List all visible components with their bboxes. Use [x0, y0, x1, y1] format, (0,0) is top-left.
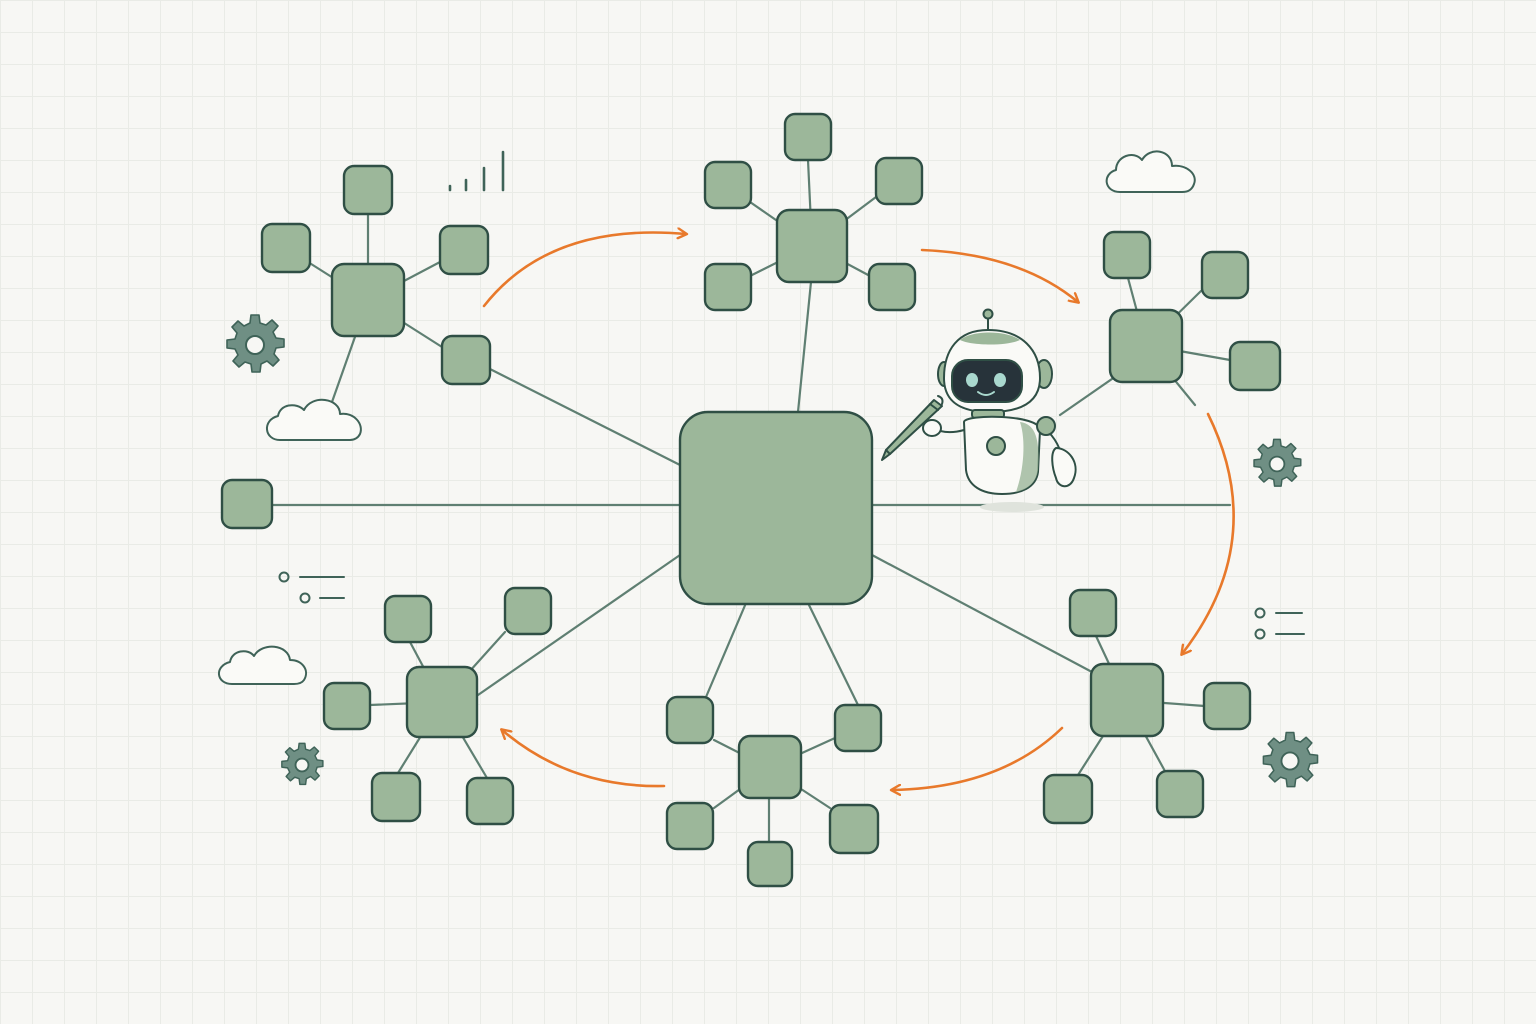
satellite-node[interactable]	[1155, 769, 1205, 819]
satellite-node[interactable]	[503, 586, 553, 636]
satellite-node[interactable]	[665, 801, 715, 851]
satellite-node[interactable]	[1042, 773, 1094, 825]
edge-hub-bottom-center-b	[806, 601, 860, 707]
satellite-node[interactable]	[833, 703, 883, 753]
clouds	[218, 150, 1196, 685]
flow-arrow-right-to-bottom-right	[1182, 412, 1235, 654]
satellite-node[interactable]	[1228, 340, 1282, 392]
cluster-hub-node[interactable]	[330, 262, 406, 338]
satellite-node[interactable]	[370, 771, 422, 823]
central-hub-node[interactable]	[678, 410, 874, 606]
flow-arrow-bottom-right-to-bottom-center	[892, 726, 1064, 790]
edge-hub-top-center	[796, 280, 813, 414]
edge-hub-top-left	[486, 366, 682, 467]
cluster-right	[1102, 230, 1282, 392]
satellite-node[interactable]	[1068, 588, 1118, 638]
flow-arrow-bottom-center-to-bottom-left	[502, 730, 666, 788]
satellite-node[interactable]	[746, 840, 794, 888]
pen-icon	[881, 395, 944, 461]
satellite-node[interactable]	[440, 334, 492, 386]
satellite-node[interactable]	[260, 222, 312, 274]
cluster-top-center	[703, 112, 924, 312]
edge-robot-right	[1058, 370, 1124, 417]
satellite-node[interactable]	[867, 262, 917, 312]
flow-arrows	[482, 233, 1235, 791]
cluster-bottom-left	[322, 586, 553, 826]
gear-icon	[1253, 438, 1302, 487]
robot-icon	[881, 308, 1077, 512]
cluster-hub-node[interactable]	[737, 734, 803, 800]
gear-icon	[1262, 731, 1319, 788]
cloud-icon	[218, 645, 308, 685]
edge-hub-bottom-right	[870, 553, 1094, 674]
satellite-node[interactable]	[783, 112, 833, 162]
satellite-node[interactable]	[342, 164, 394, 216]
satellite-node[interactable]	[703, 262, 753, 312]
satellite-node[interactable]	[438, 224, 490, 276]
edge-hub-bottom-center-a	[704, 601, 748, 699]
gear-icon	[226, 314, 285, 373]
cluster-hub-node[interactable]	[405, 665, 479, 739]
satellite-node[interactable]	[703, 160, 753, 210]
satellite-node[interactable]	[665, 695, 715, 745]
nodes	[220, 112, 1282, 888]
satellite-node[interactable]	[465, 776, 515, 826]
flow-arrow-top-left-to-top-center	[482, 233, 686, 308]
cluster-hub-node[interactable]	[1089, 662, 1165, 738]
left-endpoint-node[interactable]	[220, 478, 274, 530]
satellite-node[interactable]	[1200, 250, 1250, 300]
cluster-hub-node[interactable]	[775, 208, 849, 284]
cloud-icon	[266, 399, 362, 441]
satellite-node[interactable]	[874, 156, 924, 206]
cluster-bottom-center	[665, 695, 883, 888]
cluster-bottom-right	[1042, 588, 1252, 825]
gear-icon	[281, 742, 324, 786]
cloud-icon	[1105, 150, 1196, 193]
satellite-node[interactable]	[1202, 681, 1252, 731]
edge-hub-bottom-left	[476, 553, 682, 697]
list-icon	[1254, 607, 1305, 640]
satellite-node[interactable]	[1102, 230, 1152, 280]
signal-bars-icon	[448, 150, 505, 192]
satellite-node[interactable]	[383, 594, 433, 644]
satellite-node[interactable]	[322, 681, 372, 731]
cluster-top-left	[260, 164, 492, 386]
list-icon	[278, 571, 345, 604]
flow-arrow-top-center-to-right	[920, 248, 1078, 302]
satellite-node[interactable]	[828, 803, 880, 855]
cluster-hub-node[interactable]	[1108, 308, 1184, 384]
